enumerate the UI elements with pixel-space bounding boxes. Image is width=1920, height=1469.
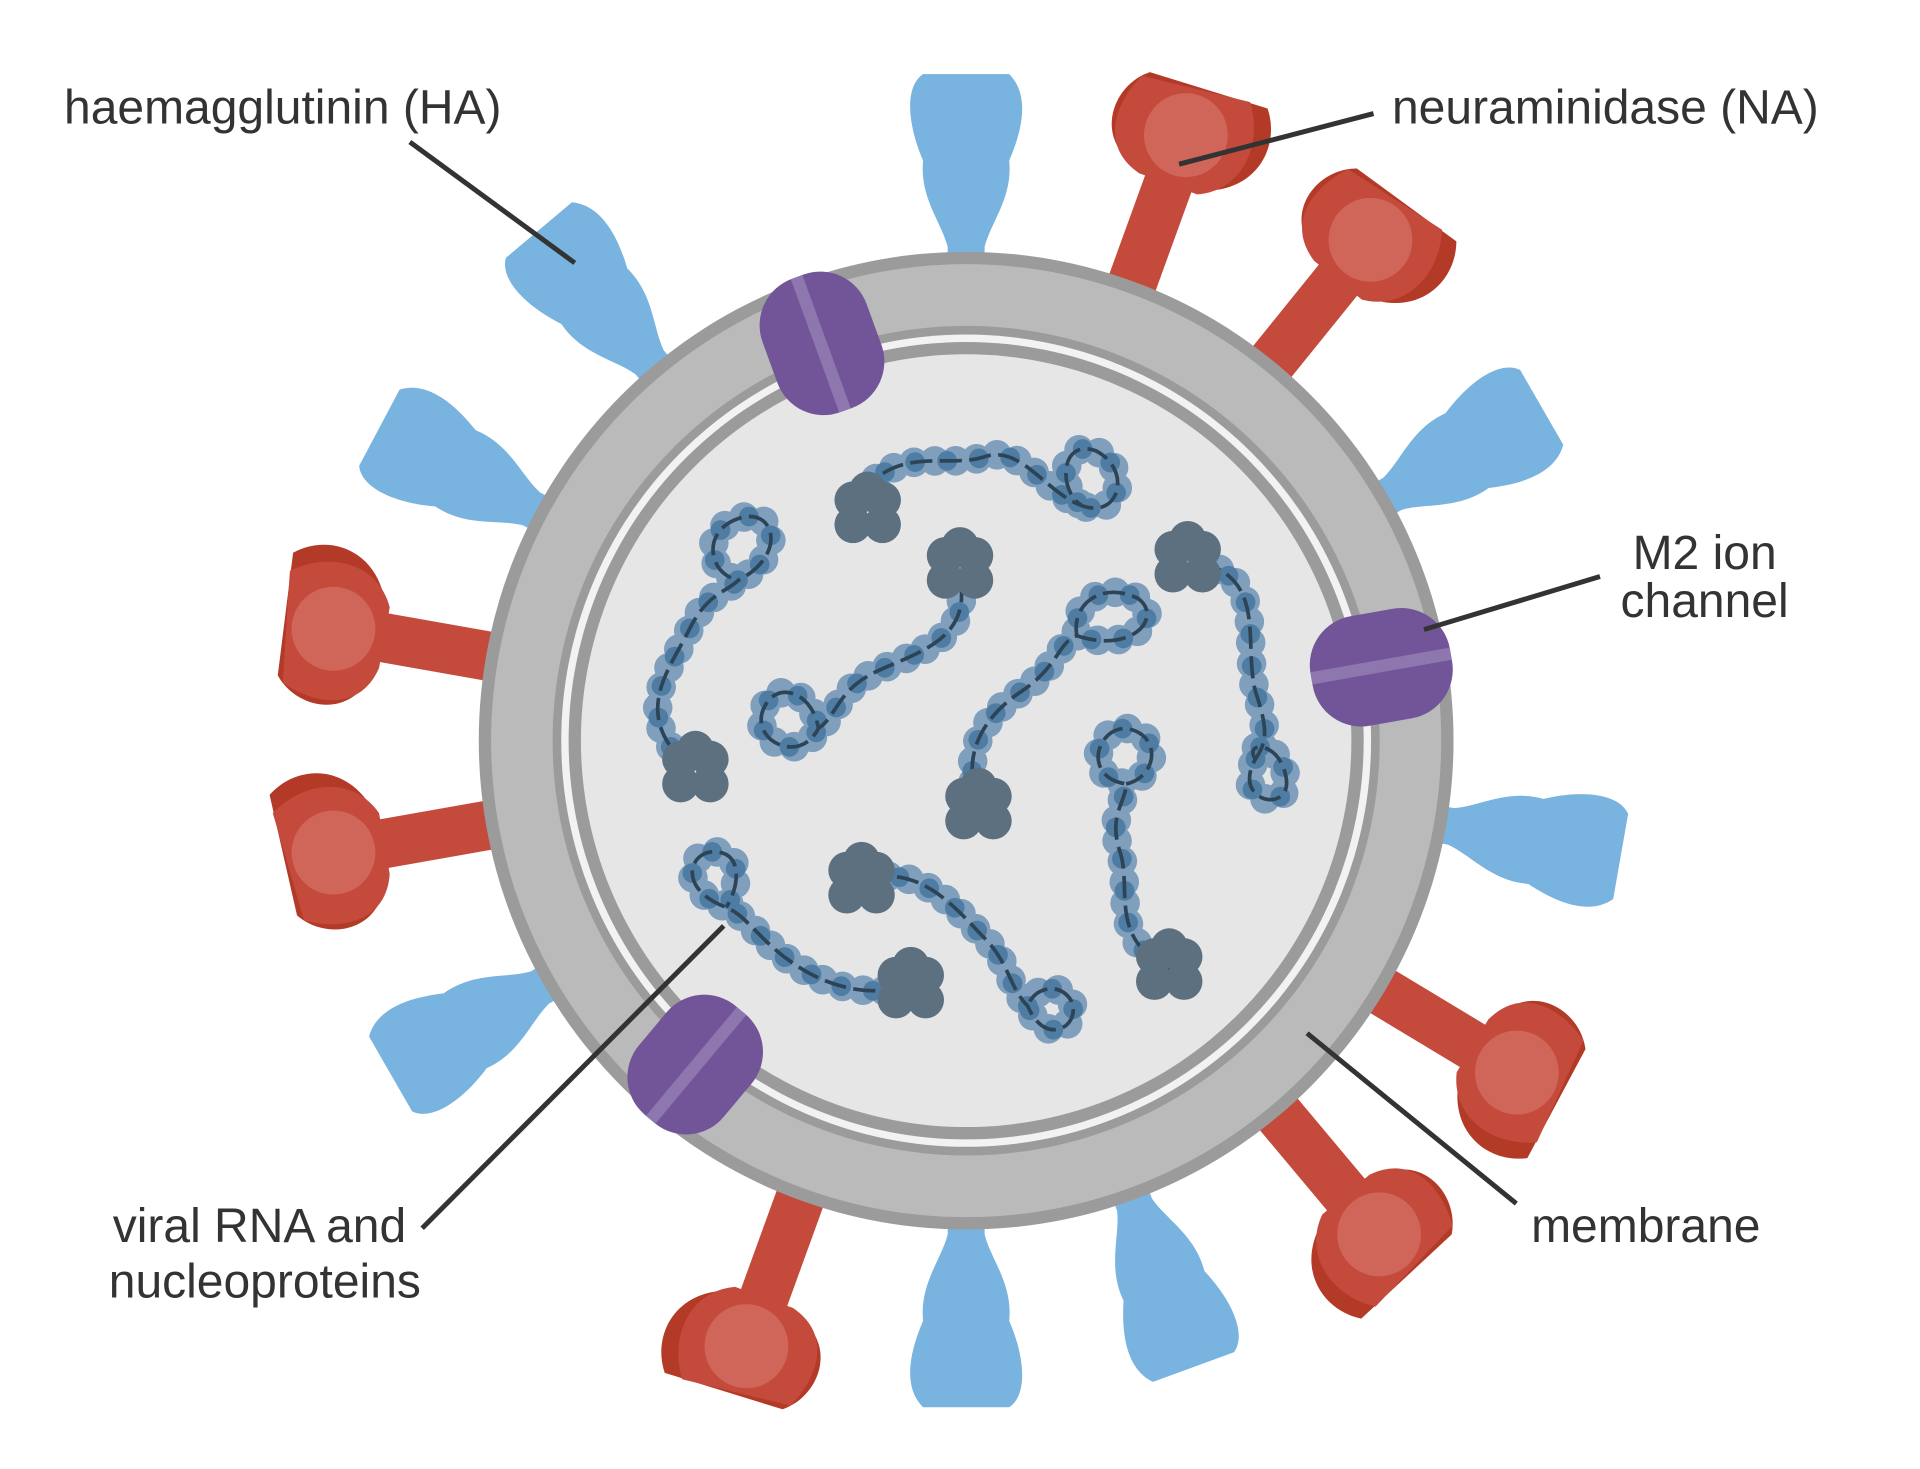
polymerase-subunit: [907, 981, 944, 1019]
ha-shape: [910, 1135, 1023, 1408]
polymerase-subunit: [956, 561, 994, 599]
membrane-leader-line: [1305, 1031, 1518, 1206]
rna-strand: [867, 874, 1075, 1032]
haemagglutinin-spike: [910, 74, 1023, 346]
ha-shape: [910, 74, 1023, 346]
na-head-highlight: [291, 810, 376, 895]
polymerase-subunit: [828, 876, 866, 914]
m2-leader-line: [1423, 574, 1601, 632]
polymerase-complex: [877, 946, 944, 1019]
na-head-highlight: [704, 1304, 789, 1389]
na-head-highlight: [291, 586, 376, 671]
polymerase-subunit: [857, 876, 895, 914]
na-head-highlight: [1328, 197, 1413, 282]
viral-rna-nucleoproteins: [643, 434, 1302, 1045]
rna-segment: [957, 577, 1162, 818]
rna-strand: [1096, 726, 1171, 971]
polymerase-subunit: [892, 946, 930, 984]
polymerase-complex: [834, 471, 901, 544]
polymerase-complex: [662, 730, 729, 803]
label-rna-line2: nucleoproteins: [109, 1254, 421, 1308]
m2-ion-channel: [759, 271, 885, 416]
rna-leader-line: [420, 924, 726, 1231]
m2-stripe: [1310, 647, 1452, 685]
polymerase-subunit: [1184, 555, 1221, 593]
polymerase-subunit: [691, 765, 729, 803]
polymerase-complex: [945, 767, 1012, 840]
m2-ion-channels: [627, 271, 1453, 1135]
rna-segment: [852, 861, 1088, 1045]
polymerase-subunit: [1150, 928, 1188, 966]
polymerase-complex: [1154, 520, 1221, 593]
m2-ion-channel: [627, 994, 763, 1135]
ha-leader-line: [408, 139, 577, 265]
neuraminidase-spike: [1080, 72, 1271, 376]
label-m2-line1: M2 ion: [1633, 526, 1777, 580]
rna-segment: [677, 836, 920, 1006]
m2-stripe: [790, 274, 851, 413]
label-rna-line1: viral RNA and: [113, 1199, 406, 1253]
m2-ion-channel: [1309, 608, 1453, 727]
label-haemagglutinin: haemagglutinin (HA): [64, 80, 501, 134]
polymerase-subunit: [843, 841, 880, 879]
polymerase-subunit: [1169, 520, 1207, 558]
m2-stripe: [645, 1007, 747, 1124]
polymerase-subunit: [945, 802, 983, 840]
na-leader-line: [1178, 111, 1375, 167]
polymerase-subunit: [864, 506, 901, 544]
rna-segment: [643, 501, 786, 762]
polymerase-subunit: [941, 527, 979, 565]
polymerase-subunit: [676, 730, 714, 768]
polymerase-complex: [926, 527, 994, 599]
label-neuraminidase: neuraminidase (NA): [1392, 80, 1819, 134]
polymerase-subunit: [960, 767, 997, 805]
polymerase-subunit: [662, 765, 700, 803]
na-head-highlight: [1337, 1192, 1421, 1277]
label-m2-line2: channel: [1621, 574, 1789, 628]
na-head-highlight: [1475, 1030, 1559, 1115]
polymerase-subunit: [974, 802, 1012, 840]
polymerase-subunit: [926, 561, 964, 599]
rna-segment: [846, 434, 1133, 523]
rna-strand: [690, 849, 906, 993]
polymerase-complex: [1136, 928, 1203, 1000]
rna-segment: [1185, 546, 1302, 815]
rna-strand: [759, 579, 964, 749]
rna-segment: [746, 565, 977, 762]
polymerase-subunit: [1154, 555, 1192, 593]
rna-strand: [970, 590, 1149, 804]
polymerase-subunit: [877, 981, 915, 1019]
polymerase-subunit: [849, 471, 887, 509]
rna-strand: [860, 446, 1120, 510]
rna-strand: [1199, 559, 1289, 802]
label-membrane: membrane: [1531, 1199, 1760, 1253]
haemagglutinin-spike: [910, 1135, 1023, 1408]
polymerase-subunit: [1165, 962, 1203, 1000]
rna-segment: [1083, 713, 1184, 984]
rna-strand: [655, 514, 773, 748]
leader-lines: [408, 111, 1601, 1231]
polymerase-subunit: [834, 506, 872, 544]
polymerase-subunit: [1136, 962, 1173, 1000]
polymerase-complex: [828, 841, 895, 914]
